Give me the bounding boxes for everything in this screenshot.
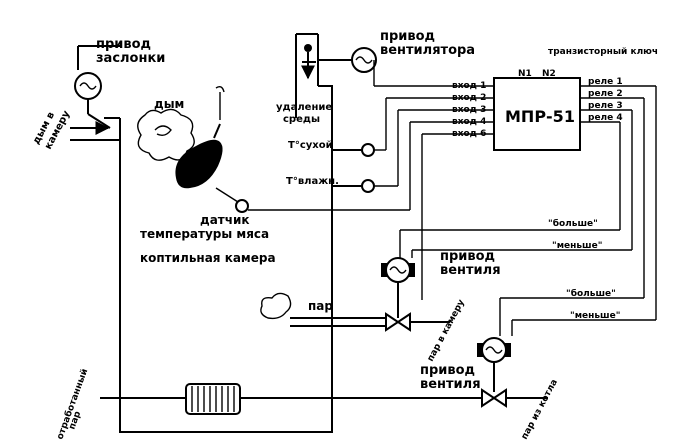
input-4: вход 4 (452, 117, 486, 127)
exhaust-label-2: среды (283, 114, 320, 125)
more-label-2: "больше" (566, 288, 616, 299)
dry-sensor-icon (361, 143, 375, 157)
heater-coil: отработанный пар пар из котла (54, 367, 559, 441)
exhaust-duct: удаление среды (276, 33, 332, 125)
valve-drive-2-label-1: привод (420, 363, 475, 378)
fan-drive: привод вентилятора (318, 29, 475, 73)
steam-to-chamber-label: пар в камеру (426, 298, 467, 363)
fan-drive-label-1: привод (380, 29, 435, 44)
damper-drive-label-1: привод (96, 37, 151, 52)
smoke-inlet: дым в камеру (31, 109, 120, 151)
terminal-n1: N1 (518, 69, 532, 79)
less-label-2: "меньше" (570, 311, 620, 321)
relay-wiring: реле 1 реле 2 реле 3 реле 4 "больше" "ме… (399, 77, 657, 336)
wet-temp-sensor: T°влажн. (286, 176, 375, 193)
wet-sensor-icon (361, 179, 375, 193)
valve-drive-1: привод вентиля (381, 249, 501, 318)
less-label-1: "меньше" (552, 241, 602, 251)
valve-drive-1-label-2: вентиля (440, 263, 501, 278)
wet-temp-label: T°влажн. (286, 176, 339, 187)
damper-drive: привод заслонки (74, 37, 165, 129)
meat-sensor-label-1: датчик (200, 213, 250, 227)
meat-sensor-icon (235, 199, 249, 213)
smoking-chamber: коптильная камера (104, 85, 333, 433)
steam-inlet: пар пар в камеру (260, 292, 467, 363)
valve-drive-2: привод вентиля (420, 337, 511, 392)
chamber-label: коптильная камера (140, 251, 276, 265)
valve-drive-2-label-2: вентиля (420, 377, 481, 392)
exhaust-label-1: удаление (276, 102, 332, 113)
input-wiring: вход 1 вход 2 вход 3 вход 4 вход 6 (248, 60, 494, 300)
input-2: вход 2 (452, 93, 486, 103)
steam-label: пар (308, 299, 333, 313)
input-3: вход 3 (452, 105, 486, 115)
damper-drive-label-2: заслонки (96, 51, 165, 66)
terminal-n2: N2 (542, 69, 556, 79)
controller-label: МПР-51 (505, 107, 575, 126)
controller-mpr51: МПР-51 N1 N2 транзисторный ключ (493, 47, 658, 151)
more-label-1: "больше" (548, 218, 598, 229)
meat-sensor-label-2: температуры мяса (140, 227, 269, 241)
transistor-key-label: транзисторный ключ (548, 47, 658, 57)
relay-2: реле 2 (588, 89, 623, 99)
relay-1: реле 1 (588, 77, 623, 87)
smoke-label: дым (154, 97, 184, 111)
input-6: вход 6 (452, 129, 486, 139)
relay-4: реле 4 (588, 113, 623, 123)
fan-drive-label-2: вентилятора (380, 43, 475, 58)
input-1: вход 1 (452, 81, 486, 91)
dry-temp-label: T°сухой (288, 140, 333, 151)
valve-drive-1-label-1: привод (440, 249, 495, 264)
smoke-cloud: дым (137, 97, 195, 161)
meat-product: датчик температуры мяса (140, 85, 269, 241)
steam-from-boiler-label: пар из котла (520, 378, 560, 442)
relay-3: реле 3 (588, 101, 623, 111)
